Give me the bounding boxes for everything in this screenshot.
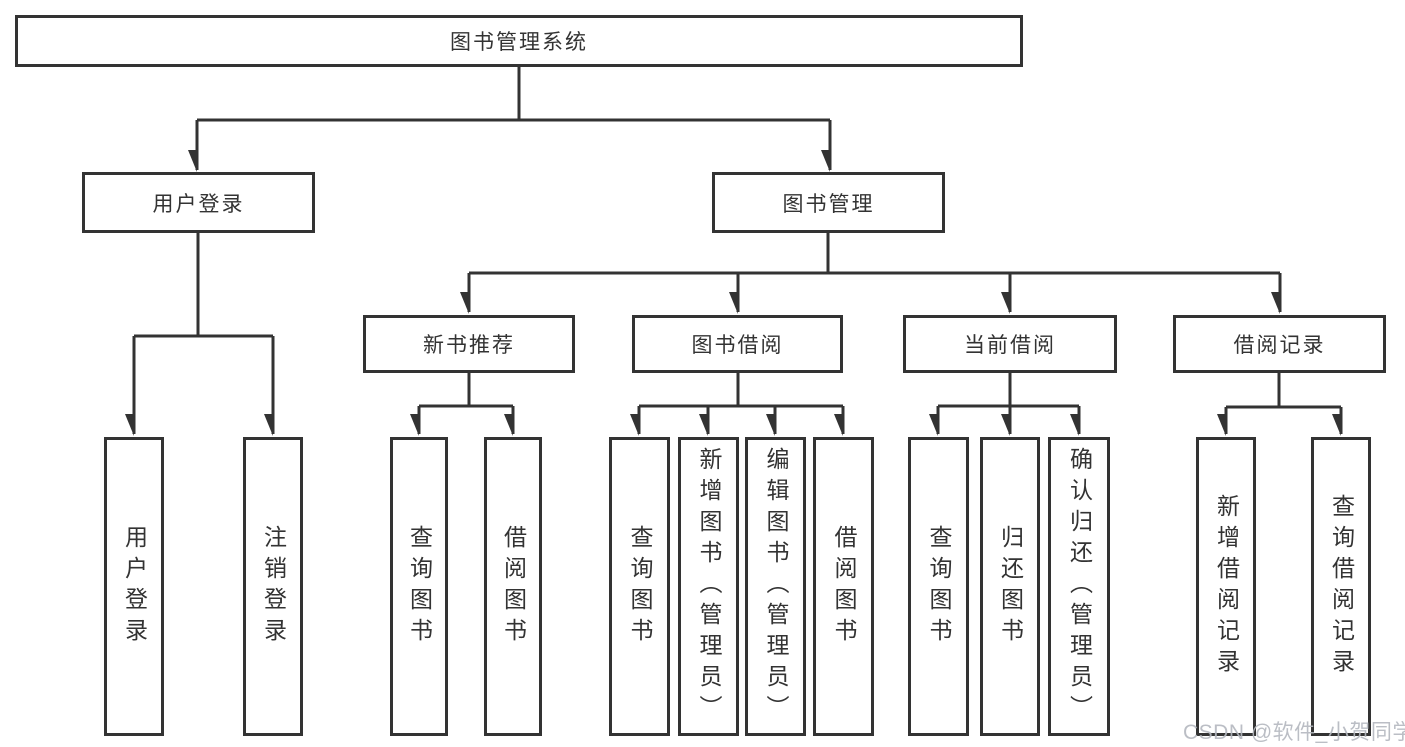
node-label: 图书管理	[782, 192, 875, 216]
node-user-login: 用户登录	[82, 172, 315, 233]
leaf-borrowing-query-books: 查询图书	[609, 437, 670, 736]
leaf-label: 编辑图书（管理员）	[763, 447, 789, 726]
node-label: 当前借阅	[964, 334, 1056, 357]
connector-borrow-to-leaves	[639, 373, 845, 434]
connector-userlogin-to-leaves	[134, 233, 275, 434]
leaf-label: 借阅图书	[831, 524, 857, 649]
leaf-borrowing-edit-books-admin: 编辑图书（管理员）	[745, 437, 806, 736]
leaf-user-login: 用户登录	[104, 437, 164, 736]
node-book-borrowing: 图书借阅	[632, 315, 843, 373]
connector-root-to-level2	[197, 65, 832, 170]
connector-bookmgmt-to-level3	[469, 233, 1282, 312]
leaf-label: 借阅图书	[500, 524, 527, 649]
leaf-current-return-books: 归还图书	[980, 437, 1040, 736]
connector-current-to-leaves	[938, 373, 1081, 434]
leaf-logout: 注销登录	[243, 437, 303, 736]
node-label: 图书管理系统	[450, 31, 588, 54]
csdn-watermark: CSDN @软件_小贺同学	[1183, 721, 1405, 744]
leaf-label: 新增借阅记录	[1213, 493, 1240, 680]
node-current-borrowing: 当前借阅	[903, 315, 1117, 373]
node-label: 图书借阅	[691, 334, 784, 357]
node-label: 借阅记录	[1233, 334, 1326, 357]
leaf-current-confirm-return-admin: 确认归还（管理员）	[1048, 437, 1110, 736]
connector-newrec-to-leaves	[419, 373, 515, 434]
leaf-records-add-record: 新增借阅记录	[1196, 437, 1256, 736]
leaf-label: 注销登录	[260, 524, 287, 649]
connector-records-to-leaves	[1226, 373, 1343, 434]
leaf-recommend-query-books: 查询图书	[390, 437, 448, 736]
node-label: 用户登录	[152, 192, 245, 216]
node-label: 新书推荐	[423, 334, 515, 357]
leaf-borrowing-borrow-books: 借阅图书	[813, 437, 874, 736]
node-new-book-recommend: 新书推荐	[363, 315, 575, 373]
leaf-borrowing-add-books-admin: 新增图书（管理员）	[678, 437, 739, 736]
node-borrowing-records: 借阅记录	[1173, 315, 1386, 373]
leaf-label: 查询借阅记录	[1328, 493, 1355, 680]
leaf-recommend-borrow-books: 借阅图书	[484, 437, 542, 736]
leaf-label: 新增图书（管理员）	[696, 447, 722, 726]
leaf-label: 确认归还（管理员）	[1066, 447, 1093, 726]
leaf-label: 归还图书	[997, 524, 1024, 649]
leaf-current-query-books: 查询图书	[908, 437, 969, 736]
leaf-records-query-record: 查询借阅记录	[1311, 437, 1371, 736]
leaf-label: 查询图书	[406, 524, 433, 649]
leaf-label: 查询图书	[627, 524, 653, 649]
node-book-management: 图书管理	[712, 172, 945, 233]
node-library-system: 图书管理系统	[15, 15, 1023, 67]
leaf-label: 查询图书	[926, 524, 952, 649]
leaf-label: 用户登录	[121, 524, 148, 649]
